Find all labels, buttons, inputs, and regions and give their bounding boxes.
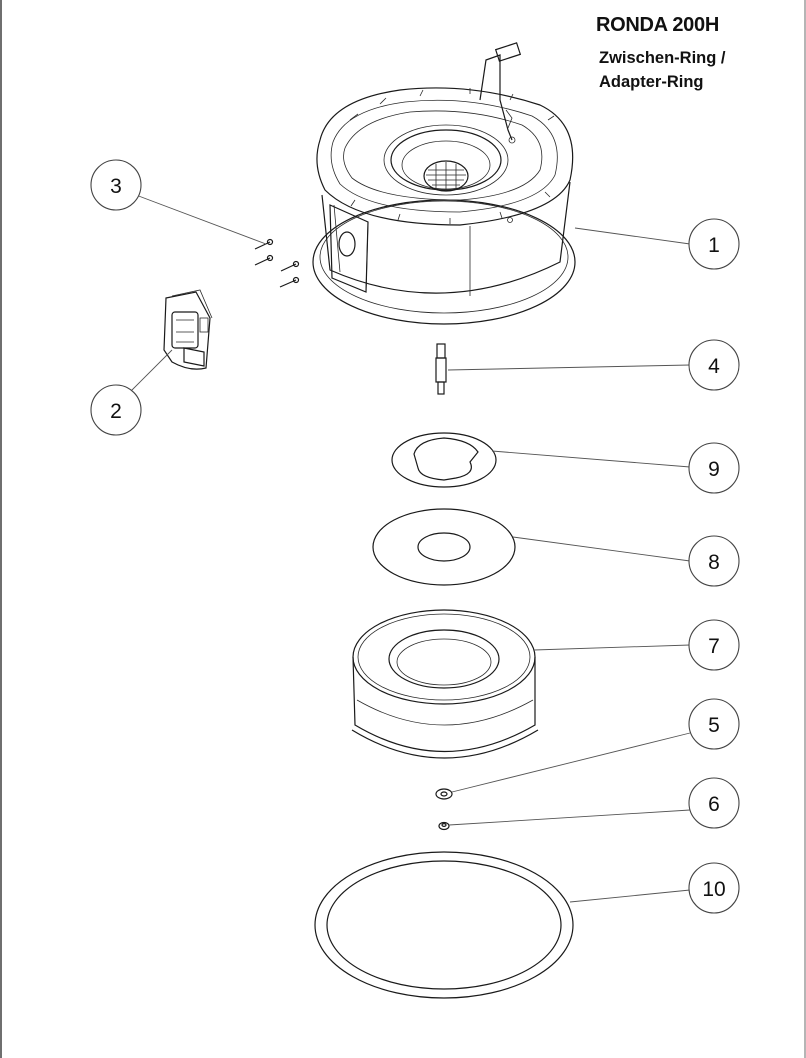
diagram-title: RONDA 200H <box>596 14 719 36</box>
leader-9 <box>491 450 691 468</box>
callout-9: 9 <box>688 442 740 494</box>
callout-7: 7 <box>688 619 740 671</box>
callout-5-label: 5 <box>708 714 720 737</box>
leader-8 <box>512 536 691 562</box>
callout-5: 5 <box>688 698 740 750</box>
callout-10-label: 10 <box>702 878 725 901</box>
part-3-screws <box>254 238 300 288</box>
callout-3: 3 <box>90 159 142 211</box>
callout-7-label: 7 <box>708 635 720 658</box>
leader-10 <box>569 889 691 903</box>
callout-8: 8 <box>688 535 740 587</box>
part-5-washer <box>435 788 453 800</box>
callout-8-label: 8 <box>708 551 720 574</box>
right-border <box>804 0 806 1058</box>
leader-2 <box>129 349 173 393</box>
callout-3-label: 3 <box>110 175 122 198</box>
callout-4: 4 <box>688 339 740 391</box>
callout-6: 6 <box>688 777 740 829</box>
callout-1-label: 1 <box>708 234 720 257</box>
part-8-washer <box>372 508 516 586</box>
part-1-housing <box>312 42 576 325</box>
left-border <box>0 0 2 1058</box>
part-2-remote <box>163 289 213 370</box>
leader-6 <box>448 809 691 826</box>
part-10-seal-ring <box>314 851 574 999</box>
subtitle-line-2: Adapter-Ring <box>599 73 704 91</box>
callout-9-label: 9 <box>708 458 720 481</box>
callout-4-label: 4 <box>708 355 720 378</box>
leader-1 <box>574 227 691 245</box>
leader-3 <box>135 194 267 245</box>
leader-5 <box>451 732 691 793</box>
leader-lines <box>129 194 691 903</box>
callout-2: 2 <box>90 384 142 436</box>
part-4-shaft <box>435 343 447 395</box>
callout-2-label: 2 <box>110 400 122 423</box>
part-7-adapter-ring <box>351 609 539 759</box>
callout-1: 1 <box>688 218 740 270</box>
leader-4 <box>447 364 691 371</box>
part-9-disc <box>391 432 497 488</box>
callout-10: 10 <box>688 862 740 914</box>
diagram-subtitle: Zwischen-Ring / Adapter-Ring <box>599 46 726 94</box>
callout-6-label: 6 <box>708 793 720 816</box>
subtitle-line-1: Zwischen-Ring / <box>599 49 726 67</box>
leader-7 <box>533 644 691 651</box>
part-6-nut <box>438 821 450 831</box>
